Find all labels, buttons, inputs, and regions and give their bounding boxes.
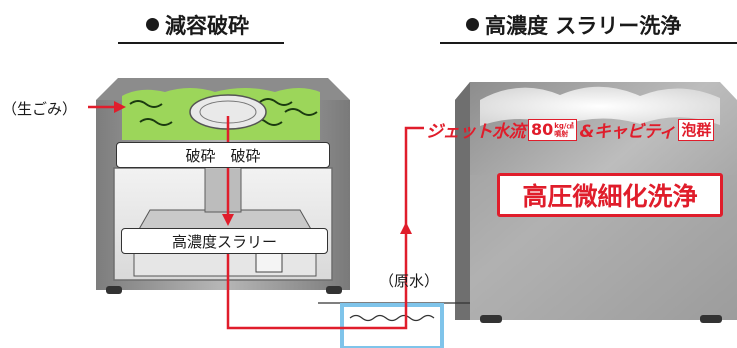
high-pressure-wash-title: 高圧微細化洗浄 xyxy=(522,182,698,211)
raw-food-label: （生ごみ） xyxy=(2,100,78,118)
heading-text: 減容破砕 xyxy=(165,14,249,38)
food-waste xyxy=(122,88,320,140)
cavity-label: &キャビティ xyxy=(579,122,676,142)
crush-label: 破砕 破砕 xyxy=(185,146,261,165)
bullet-icon xyxy=(466,18,479,31)
pressure-unit: kg/㎠ 噴射 xyxy=(554,122,573,138)
heading-volume-reduction: 減容破砕 xyxy=(146,10,249,40)
jet-caption: ジェット水流 80 kg/㎠ 噴射 &キャビティ 泡群 xyxy=(426,117,737,142)
heading-underline xyxy=(440,42,737,44)
flow-arrows xyxy=(114,101,412,234)
pressure-value: 80 xyxy=(531,120,554,139)
high-pressure-wash-box: 高圧微細化洗浄 xyxy=(497,173,723,217)
slurry-label-box: 高濃度スラリー xyxy=(121,228,328,254)
heading-underline xyxy=(118,42,284,44)
jet-label: ジェット水流 xyxy=(426,122,526,142)
crush-label-box: 破砕 破砕 xyxy=(116,142,330,168)
slurry-label: 高濃度スラリー xyxy=(171,232,277,251)
bullet-icon xyxy=(146,18,159,31)
pressure-badge: 80 kg/㎠ 噴射 xyxy=(528,118,577,141)
heading-text: 高濃度 スラリー洗浄 xyxy=(485,14,682,38)
foam-badge: 泡群 xyxy=(678,118,715,141)
heading-slurry-wash: 高濃度 スラリー洗浄 xyxy=(466,10,681,40)
pressure-unit-bottom: 噴射 xyxy=(554,129,569,138)
raw-water-label: （原水） xyxy=(379,272,440,290)
water-tank xyxy=(318,302,470,348)
pressure-unit-top: kg/㎠ xyxy=(554,121,574,130)
